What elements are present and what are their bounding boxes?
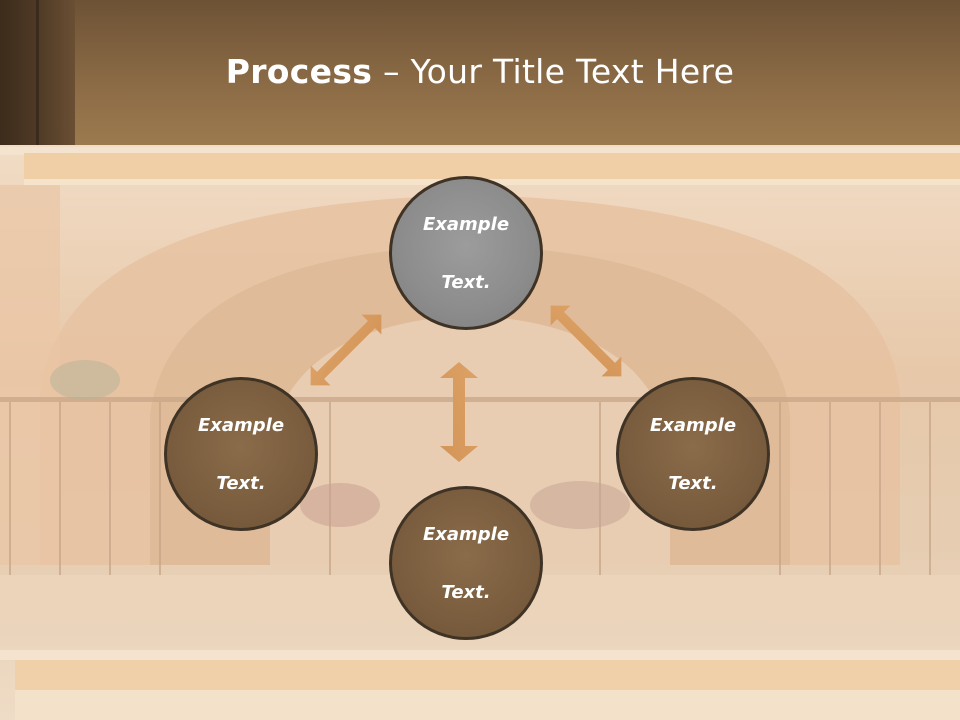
title-bold: Process xyxy=(225,52,373,91)
node-bottom-line2: Text. xyxy=(441,581,491,603)
slide-title[interactable]: Process – Your Title Text Here xyxy=(0,52,960,91)
node-top-line2: Text. xyxy=(441,271,491,293)
node-bottom-line1: Example xyxy=(422,523,510,545)
node-left-line1: Example xyxy=(197,414,285,436)
node-left-line2: Text. xyxy=(216,472,266,494)
node-right-line1: Example xyxy=(649,414,737,436)
node-right-line2: Text. xyxy=(668,472,718,494)
node-top-line1: Example xyxy=(422,213,510,235)
arrow-top-right xyxy=(550,305,622,377)
arrow-center-vertical xyxy=(440,362,478,462)
arrow-top-left xyxy=(310,314,382,386)
title-rest: – Your Title Text Here xyxy=(372,52,735,91)
header-side-panel xyxy=(0,0,75,145)
header-band xyxy=(0,0,960,145)
